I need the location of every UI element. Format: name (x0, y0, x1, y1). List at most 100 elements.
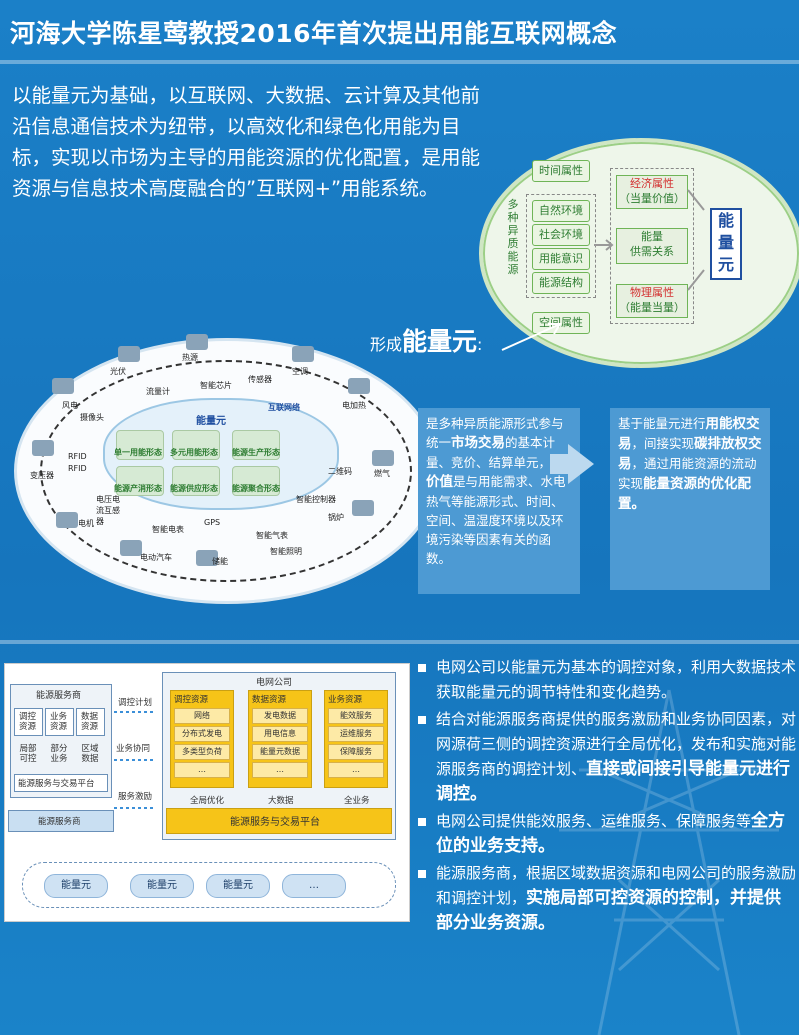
desc-bold: 价值 (426, 474, 453, 490)
desc-bold: 用能权交易 (618, 416, 760, 452)
desc-text: 是与用能需求、水电热气等能源形式、时间、空间、温湿度环境以及环境污染等因素有关的… (426, 474, 566, 566)
grid-col-item: … (174, 762, 230, 778)
provider-sub: 局部可控 (19, 744, 37, 764)
provider-sub: 部分业务 (50, 744, 68, 764)
grid-col-item: 多类型负荷 (174, 744, 230, 760)
network-label: 光伏 (110, 367, 126, 376)
ev-device (120, 540, 142, 556)
supply-relation: 能量 供需关系 (616, 228, 688, 264)
network-label: 热源 (182, 353, 198, 362)
cloud-item: 能源生产形态 (232, 448, 280, 457)
pv-device (118, 346, 140, 362)
energy-unit-pill: … (282, 874, 346, 898)
cloud-item: 能源聚合形态 (232, 484, 280, 493)
grid-platform-label: 能源服务与交易平台 (230, 817, 320, 828)
econ-attr-label: 经济属性 (630, 177, 674, 190)
provider-title: 能源服务商 (36, 691, 82, 701)
bullet-item: 电网公司以能量元为基本的调控对象，利用大数据技术获取能量元的调节特性和变化趋势。 (418, 655, 796, 705)
desc-bold: 碳排放权交易 (618, 436, 762, 472)
grid-col-title: 数据资源 (252, 695, 287, 705)
time-attr: 时间属性 (532, 160, 590, 182)
network-label: 智能芯片 (200, 381, 232, 390)
network-label: 电加热 (342, 401, 366, 410)
network-label: 流量计 (146, 387, 170, 396)
storage-device (196, 550, 218, 566)
env-item: 自然环境 (532, 200, 590, 222)
motor-device (56, 512, 78, 528)
desc-text: 是多种异质能源形式参与统一 (426, 416, 564, 450)
left-title: 多种异质能源 (507, 198, 519, 276)
grid-col-item: 网络 (174, 708, 230, 724)
grid-col-item: 能效服务 (328, 708, 384, 724)
transformer-device (32, 440, 54, 456)
cloud-cell (116, 466, 164, 496)
power-tower-icon (559, 689, 779, 1035)
provider-res (45, 708, 74, 736)
network-label: RFID (68, 452, 87, 461)
cloud-cell (232, 430, 280, 460)
phys-attr-sub: （能量当量） (619, 301, 685, 314)
network-label: 锅炉 (328, 513, 344, 522)
grid-col-item: 保障服务 (328, 744, 384, 760)
ac-device (292, 346, 314, 362)
desc-text: ，间接实现 (631, 436, 695, 451)
gas-device (372, 450, 394, 466)
env-item: 社会环境 (532, 224, 590, 246)
network-label: GPS (204, 518, 221, 527)
desc-text: 基于能量元进行 (618, 416, 706, 431)
network-label: 电动汽车 (140, 553, 172, 562)
grid-col-item: 发电数据 (252, 708, 308, 724)
bullet-text: 结合对能源服务商提供的服务激励和业务协同因素，对网源荷三侧的调控资源进行全局优化… (436, 710, 797, 778)
heater-device (348, 378, 370, 394)
phys-attr-label: 物理属性 (630, 286, 674, 299)
formed-label: 形成能量元: (370, 322, 482, 358)
bullet-bold: 全方位的业务支持。 (436, 811, 786, 856)
grid-col-item: 运维服务 (328, 726, 384, 742)
bullet-bold: 直接或间接引导能量元进行调控。 (436, 759, 791, 804)
network-label: 摄像头 (80, 413, 104, 422)
provider-platform-label: 能源服务与交易平台 (18, 779, 95, 789)
energy-unit-pill: 能量元 (206, 874, 270, 898)
network-label: 风电 (62, 401, 78, 410)
link-label: 业务协同 (116, 744, 151, 754)
cloud-cell (172, 430, 220, 460)
econ-attr-sub: （当量价值） (619, 192, 685, 205)
cloud-cell (232, 466, 280, 496)
energy-unit-pill: 能量元 (130, 874, 194, 898)
cloud-item: 能源产消形态 (114, 484, 162, 493)
heat-device (186, 334, 208, 350)
grid-col-item: … (328, 762, 384, 778)
link-arrows (114, 711, 156, 809)
grid-col-title: 调控资源 (174, 695, 209, 705)
divider (0, 640, 799, 644)
env-item: 用能意识 (532, 248, 590, 270)
energy-unit-label: 能量元 (710, 208, 742, 280)
pointer-arrow (501, 323, 562, 351)
network-label: 二维码 (328, 467, 352, 476)
trading-description: 基于能量元进行用能权交易，间接实现碳排放权交易，通过用能资源的流动实现能量资源的… (610, 408, 770, 590)
bullet-text: 电网公司提供能效服务、运维服务、保障服务等 (436, 812, 752, 830)
provider-res (14, 708, 43, 736)
cloud-cell (116, 430, 164, 460)
right-arrow (550, 454, 570, 474)
link-label: 调控计划 (118, 698, 153, 708)
divider (0, 60, 799, 64)
network-label: 智能照明 (270, 547, 302, 556)
grid-title: 电网公司 (256, 678, 293, 688)
bullet-text: 电网公司以能量元为基本的调控对象，利用大数据技术获取能量元的调节特性和变化趋势。 (436, 658, 797, 701)
bullet-item: 结合对能源服务商提供的服务激励和业务协同因素，对网源荷三侧的调控资源进行全局优化… (418, 707, 796, 807)
wind-device (52, 378, 74, 394)
network-label: 燃气 (374, 469, 390, 478)
bullet-bold: 实施局部可控资源的控制，并提供部分业务资源。 (436, 888, 782, 933)
phys-attr: 物理属性 （能量当量） (616, 284, 688, 318)
col-arrow-label: 全局优化 (190, 796, 225, 806)
network-label: 储能 (212, 557, 228, 566)
col-arrow-label: 全业务 (344, 796, 370, 806)
grid-col-item: … (252, 762, 308, 778)
desc-text: 的基本计量、竞价、结算单元，其 (426, 435, 564, 470)
cloud-item: 能源供应形态 (170, 484, 218, 493)
right-arrow-icon (568, 444, 594, 484)
formed-suffix: : (477, 335, 483, 354)
col-arrow-label: 大数据 (268, 796, 294, 806)
flow-arrows (594, 239, 614, 251)
